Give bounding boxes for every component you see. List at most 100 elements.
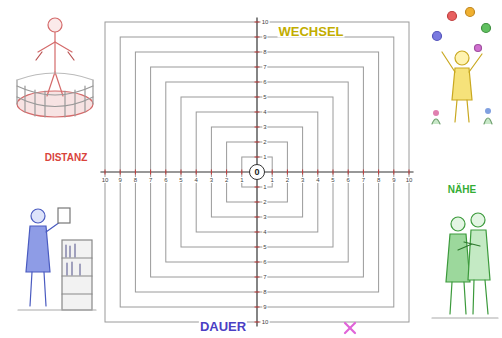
axis-tick [255,37,260,38]
axis-tick [255,22,260,23]
figure-body [26,226,50,272]
axis-tick [255,142,260,143]
juggler-figure [432,8,492,125]
figure-legs [30,272,46,306]
figure-arms [442,52,482,72]
figure-head [455,51,469,65]
cross-stroke [345,323,355,333]
axis-tick [363,170,364,175]
tick-number: 6 [163,177,168,183]
figure-hands [36,52,74,60]
tick-number: 10 [261,319,270,325]
axis-pole-label: DAUER [199,320,247,333]
axis-tick [255,322,260,323]
axis-tick [255,97,260,98]
figure-body [452,68,472,100]
figure-head [451,217,465,231]
tick-number: 10 [405,177,414,183]
tick-number: 10 [261,19,270,25]
axis-tick [348,170,349,175]
figure-body [54,32,55,72]
tick-number: 1 [262,184,267,190]
axis-tick [120,170,121,175]
floor [432,317,498,318]
axis-tick [165,170,166,175]
tick-number: 2 [262,139,267,145]
axis-tick [302,170,303,175]
tick-number: 5 [178,177,183,183]
axis-tick [255,232,260,233]
tick-number: 2 [285,177,290,183]
tick-number: 7 [262,274,267,280]
tick-number: 1 [262,154,267,160]
figure-body [468,230,490,280]
tick-number: 9 [391,177,396,183]
figure-arms [458,242,480,250]
tick-number: 9 [262,304,267,310]
axis-pole-label: NÄHE [447,185,477,195]
fence-pickets [17,80,93,117]
tick-number: 1 [270,177,275,183]
tick-number: 8 [133,177,138,183]
shelf [62,240,92,310]
axis-tick [333,170,334,175]
tick-number: 7 [148,177,153,183]
axis-tick [409,170,410,175]
axis-tick [287,170,288,175]
tick-number: 5 [262,244,267,250]
axis-tick [150,170,151,175]
axis-tick [255,112,260,113]
floor [18,309,96,310]
axis-tick [255,202,260,203]
flower [485,108,491,114]
axis-tick [255,277,260,278]
tick-number: 5 [262,94,267,100]
flower [433,110,439,116]
tick-number: 7 [361,177,366,183]
axis-tick [255,127,260,128]
ball [433,32,442,41]
axis-tick [255,52,260,53]
axes [100,18,413,327]
origin-label: 0 [253,168,260,177]
tick-number: 9 [118,177,123,183]
fence-figure [17,18,93,117]
ball [448,12,457,21]
tick-number: 2 [224,177,229,183]
axis-tick [255,262,260,263]
fence-rails [17,86,93,107]
cross-mark [345,323,355,333]
tick-number: 4 [315,177,320,183]
ball [475,45,482,52]
axis-tick [226,170,227,175]
axis-tick [255,82,260,83]
tick-number: 8 [262,289,267,295]
figure-legs [450,280,488,314]
axis-tick [181,170,182,175]
ball [482,24,491,33]
tick-number: 10 [101,177,110,183]
figure-head [31,209,45,223]
axis-tick [211,170,212,175]
tick-number: 4 [262,229,267,235]
paper [58,208,70,223]
tick-number: 3 [262,214,267,220]
axis-tick [255,217,260,218]
tick-number: 8 [376,177,381,183]
origin-circle [250,165,265,180]
fence-back [17,73,93,80]
tick-number: 1 [239,177,244,183]
tick-number: 8 [262,49,267,55]
cross-stroke [345,323,355,333]
tick-number: 7 [262,64,267,70]
axis-tick [255,157,260,158]
axis-tick [255,307,260,308]
axis-tick [255,187,260,188]
grid-square [105,22,409,322]
tick-number: 2 [262,199,267,205]
axis-tick [196,170,197,175]
axis-pole-label: DISTANZ [44,153,89,163]
axis-tick [272,170,273,175]
